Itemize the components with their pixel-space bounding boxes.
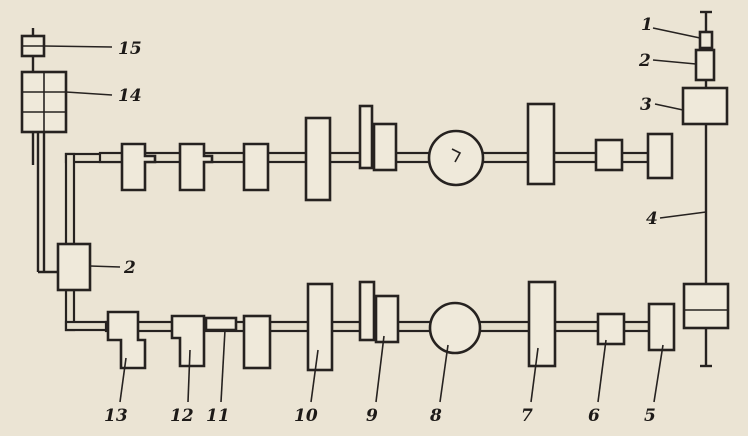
- label-15: 15: [118, 39, 142, 59]
- label-6: 6: [588, 406, 600, 426]
- upper-end-unit: [646, 132, 674, 180]
- upper-clutch-a: [358, 104, 374, 170]
- part-labels: 1 2 3 4 2 5 6 7 8 9 10 11 12 13 14 15: [104, 15, 658, 426]
- label-10: 10: [294, 406, 318, 426]
- upper-row: [98, 102, 674, 202]
- part-12-gear: [170, 314, 206, 368]
- label-2-right: 2: [638, 51, 651, 71]
- upper-gear-1: [120, 142, 157, 192]
- label-13: 13: [104, 406, 128, 426]
- upper-gear-3: [242, 142, 270, 192]
- leader-15: [43, 45, 113, 48]
- lower-row: [104, 280, 676, 372]
- label-4: 4: [646, 209, 658, 229]
- upper-clutch-b: [372, 122, 398, 172]
- label-3: 3: [640, 95, 652, 115]
- leader-lines: [43, 27, 707, 403]
- part-10-flywheel: [306, 282, 334, 372]
- label-7: 7: [521, 406, 533, 426]
- left-distributor: [56, 152, 124, 332]
- label-9: 9: [366, 406, 378, 426]
- label-14: 14: [118, 86, 142, 106]
- right-lower-box: [682, 282, 730, 330]
- left-column: [20, 28, 68, 274]
- part-13-gear: [106, 310, 147, 370]
- part-5-end-unit: [647, 302, 676, 352]
- label-5: 5: [644, 406, 656, 426]
- label-8: 8: [429, 406, 442, 426]
- label-11: 11: [206, 406, 230, 426]
- label-2-left: 2: [123, 258, 136, 278]
- leader-13: [119, 357, 127, 403]
- part-9-clutch-b: [374, 294, 400, 344]
- leader-11: [220, 329, 226, 403]
- leader-5: [653, 344, 664, 403]
- upper-gear-2: [178, 142, 214, 192]
- leader-12: [187, 349, 191, 403]
- part-2-left-box: [56, 242, 92, 292]
- upper-motor: [526, 102, 556, 186]
- part-8-drum: [428, 301, 482, 355]
- leader-2-right: [652, 59, 697, 65]
- label-12: 12: [170, 406, 194, 426]
- part-11-coupling: [204, 316, 238, 332]
- upper-drum-mark: [451, 148, 462, 163]
- part-10a-gear: [242, 314, 272, 370]
- leader-3: [654, 103, 684, 111]
- upper-drum: [427, 129, 485, 187]
- leader-1: [652, 27, 701, 39]
- leader-14: [65, 91, 113, 96]
- part-3-box: [681, 86, 729, 126]
- leader-6: [597, 339, 607, 403]
- part-6-coupling: [596, 312, 626, 346]
- leader-2-left: [89, 265, 121, 268]
- leader-7: [530, 347, 539, 403]
- leader-8: [439, 344, 449, 403]
- leader-9: [375, 335, 385, 403]
- leader-10: [310, 349, 319, 403]
- upper-coupling: [594, 138, 624, 172]
- part-9-clutch-a: [358, 280, 376, 342]
- upper-feed-vertical: [64, 152, 76, 248]
- part-7-motor: [527, 280, 557, 368]
- part-1-box: [698, 30, 714, 50]
- label-1: 1: [641, 15, 653, 35]
- leader-4: [659, 211, 707, 219]
- part-2-right-box: [694, 48, 716, 82]
- right-column: [681, 10, 730, 368]
- upper-flywheel: [304, 116, 332, 202]
- lower-feed-horizontal: [64, 320, 112, 332]
